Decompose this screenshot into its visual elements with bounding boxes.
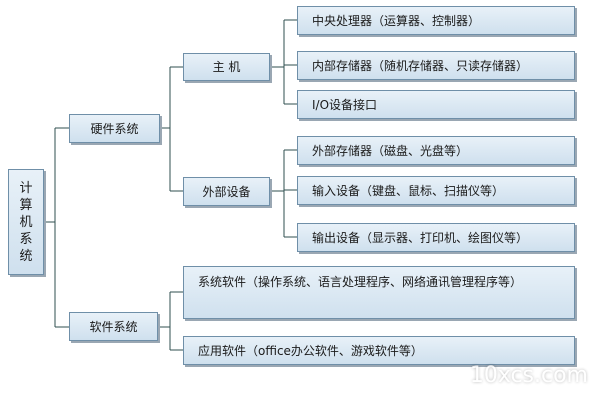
node-application-software: 应用软件（office办公软件、游戏软件等） [183, 336, 575, 365]
root-char: 机 [19, 214, 33, 230]
node-label: 输出设备（显示器、打印机、绘图仪等） [312, 230, 529, 245]
root-char: 算 [19, 197, 33, 213]
root-node-computer-system: 计 算 机 系 统 [8, 169, 44, 275]
node-label: 外部设备 [202, 184, 251, 199]
node-output-devices: 输出设备（显示器、打印机、绘图仪等） [297, 223, 575, 252]
watermark-text: 10xcs.com [469, 363, 588, 388]
node-software-system: 软件系统 [69, 312, 158, 341]
node-host: 主 机 [183, 53, 270, 81]
node-label: 主 机 [212, 60, 241, 74]
root-char: 计 [19, 180, 33, 196]
node-label: 应用软件（office办公软件、游戏软件等） [198, 343, 423, 358]
connector-host-trunk [270, 20, 285, 104]
node-label: 系统软件（操作系统、语言处理程序、网络通讯管理程序等） [198, 275, 523, 289]
node-input-devices: 输入设备（键盘、鼠标、扫描仪等） [297, 176, 575, 205]
connector-software-trunk [158, 292, 171, 350]
node-label: 中央处理器（运算器、控制器） [312, 13, 481, 28]
node-system-software: 系统软件（操作系统、语言处理程序、网络通讯管理程序等） [183, 266, 575, 319]
connector-root-trunk [44, 128, 56, 327]
node-io-interface: I/O设备接口 [297, 90, 575, 119]
node-label: 外部存储器（磁盘、光盘等） [312, 143, 469, 158]
node-label: 内部存储器（随机存储器、只读存储器） [312, 58, 529, 73]
connector-peripheral-trunk [270, 150, 285, 237]
node-label: 输入设备（键盘、鼠标、扫描仪等） [312, 183, 505, 198]
node-label: 软件系统 [89, 319, 138, 334]
node-hardware-system: 硬件系统 [69, 114, 160, 143]
node-label: I/O设备接口 [312, 97, 378, 112]
node-label: 硬件系统 [90, 121, 139, 136]
root-char: 统 [19, 248, 33, 264]
node-cpu: 中央处理器（运算器、控制器） [297, 6, 575, 35]
node-external-storage: 外部存储器（磁盘、光盘等） [297, 136, 575, 165]
node-peripheral: 外部设备 [183, 177, 270, 206]
connector-hardware-trunk [160, 67, 171, 191]
root-char: 系 [19, 231, 33, 247]
node-internal-memory: 内部存储器（随机存储器、只读存储器） [297, 51, 575, 80]
